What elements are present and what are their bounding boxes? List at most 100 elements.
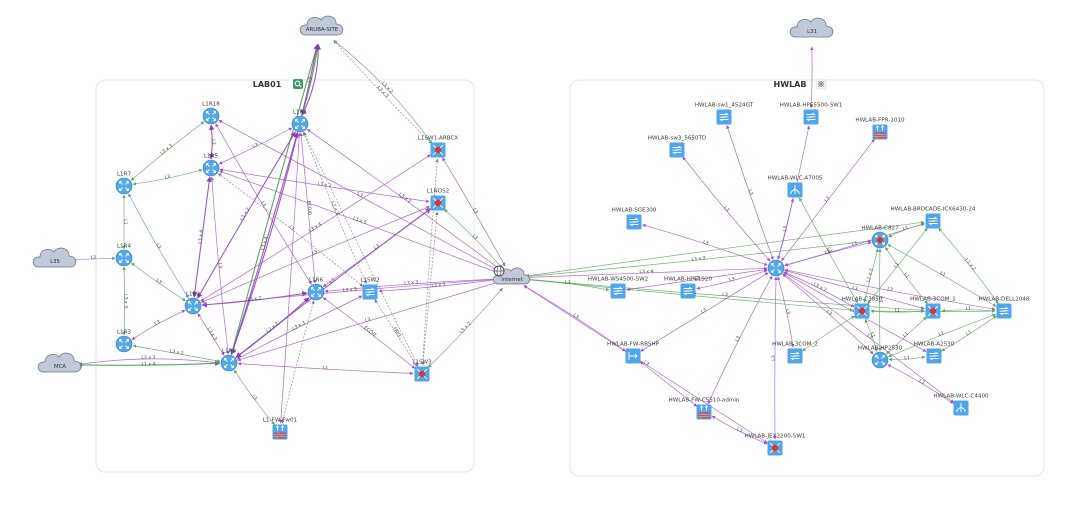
link-label: L1 x 2 — [865, 268, 874, 283]
link-label: L1 — [288, 224, 296, 232]
link-hw-brocade-hw-dell[interactable] — [938, 227, 999, 305]
link-hw-core-hw-fw5510[interactable] — [707, 275, 773, 405]
device-hw-3com2[interactable]: HWLAB-3COM_2 — [772, 342, 818, 364]
device-hw-sw3[interactable]: HWLAB-sw3_5650TD — [648, 136, 706, 158]
cloud-aruba-site[interactable]: ARUBA-SITE — [299, 15, 344, 36]
device-label: HWLAB-FW-RBSHP — [607, 342, 660, 348]
link-l1r3-l1r8[interactable] — [132, 344, 221, 363]
device-hw-c827[interactable]: HWLAB-C827 — [861, 226, 899, 249]
wireless-controller-icon — [953, 400, 969, 416]
device-hw-a2530[interactable]: HWLAB-A2530 — [914, 342, 955, 364]
device-l1r7[interactable]: L1R7 — [115, 172, 133, 195]
link-l1fw-l1r1[interactable] — [279, 132, 301, 424]
device-l1r5[interactable]: L1R5 — [202, 154, 220, 177]
link-label: L3 — [824, 249, 831, 256]
link-hw-hp2530-hw-wlc4400[interactable] — [887, 364, 954, 404]
device-hw-wlc4400[interactable]: HWLAB-WLC-C4400 — [933, 394, 989, 416]
router-icon — [767, 259, 785, 277]
device-hw-hpe5500[interactable]: HWLAB-HPE5500-SW1 — [780, 103, 843, 125]
device-l1sw2[interactable]: L1SW2 — [360, 278, 380, 300]
device-hw-3com1[interactable]: HWLAB-3COM_1 — [910, 297, 956, 319]
link-hw-hp2530-hw-a2530[interactable] — [888, 355, 926, 362]
device-l1sw3[interactable]: L1SW3 — [412, 360, 432, 382]
link-label: L1 — [902, 225, 909, 233]
device-l1r1[interactable]: L1R1 — [291, 110, 309, 133]
link-l1sw2-l1sw3[interactable] — [374, 299, 418, 367]
device-l1r8[interactable]: L1R8 — [220, 349, 238, 372]
device-l1nos2[interactable]: L1NOS2 — [427, 189, 449, 211]
link-l1r1-l1sw3[interactable] — [303, 131, 419, 367]
router-icon — [307, 283, 325, 301]
device-l1fw[interactable]: L1-FW-Fw01 — [263, 418, 298, 440]
device-hw-brocade[interactable]: HWLAB-BROCADE-ICX6430-24 — [891, 207, 976, 229]
device-hw-wlc7005[interactable]: HWLAB-WLC-A7005 — [768, 176, 823, 198]
device-l1r3[interactable]: L1R3 — [115, 330, 133, 353]
map-icon[interactable] — [293, 79, 303, 89]
link-label: L3 — [572, 312, 580, 320]
link-l1r5-l1r7[interactable] — [132, 168, 203, 186]
device-l1r6[interactable]: L1R6 — [307, 278, 325, 301]
link-label: L3 — [734, 335, 742, 343]
group-title: HWLAB — [774, 80, 807, 89]
link-l1r2-l1r8[interactable] — [197, 313, 225, 356]
link-hw-core-hw-jex[interactable] — [773, 276, 778, 440]
device-hw-fw5510[interactable]: HWLAB-FW-C5510-admin — [669, 398, 740, 420]
link-hw-3com1-hw-dell[interactable] — [941, 308, 996, 313]
link-hw-fw5510-hw-jex[interactable] — [711, 415, 768, 445]
topology-icon[interactable] — [815, 78, 827, 90]
switch-icon — [996, 303, 1012, 319]
link-l1r3-l1r2[interactable] — [131, 309, 186, 340]
cloud-mca[interactable]: MCA — [37, 352, 82, 373]
link-label: L1 — [965, 329, 973, 337]
device-hw-jex[interactable]: HWLAB-JEX2200-SW1 — [745, 434, 806, 456]
link-aruba-site-l1r8[interactable] — [230, 43, 319, 355]
link-l1r8-l1sw3[interactable] — [237, 361, 414, 376]
device-hw-ws4500[interactable]: HWLAB-WS4500-SW2 — [588, 277, 648, 299]
device-hw-core[interactable] — [767, 259, 785, 277]
link-label: L1 — [893, 261, 901, 269]
device-hw-fwrb[interactable]: HWLAB-FW-RBSHP — [607, 342, 660, 364]
device-hw-sw1[interactable]: HWLAB-sw1_4524GT — [695, 103, 754, 125]
device-l1r18[interactable]: L1R18 — [202, 102, 220, 125]
device-l1r4[interactable]: L1R4 — [115, 244, 133, 267]
device-hw-hp2530[interactable]: HWLAB-HP2530 — [858, 346, 903, 369]
link-label: L3 — [154, 242, 162, 250]
link-l31-hw-hpe5500[interactable] — [809, 46, 814, 109]
link-label: L3 — [782, 225, 789, 232]
link-label: L3 — [887, 286, 894, 293]
cloud-label: MCA — [54, 364, 66, 370]
router-icon — [291, 115, 309, 133]
link-l1sw3-internet[interactable] — [427, 287, 503, 368]
router-icon — [202, 159, 220, 177]
link-label: L1 — [904, 355, 910, 361]
device-label: HWLAB-JEX2200-SW1 — [745, 434, 806, 440]
device-hw-dell[interactable]: HWLAB-DELL2048 — [979, 297, 1030, 319]
cloud-l31[interactable]: L31 — [789, 17, 834, 38]
link-l1r4-l1r2[interactable] — [131, 262, 186, 302]
link-l1fw-l1r6[interactable] — [281, 300, 315, 424]
device-l1sw1[interactable]: L1SW1-ARBCX — [418, 136, 459, 158]
link-l1nos2-internet[interactable] — [444, 209, 503, 269]
link-hw-brocade-hw-c3850[interactable] — [867, 227, 928, 305]
link-hw-a2530-hw-dell[interactable] — [941, 315, 997, 352]
cloud-internet[interactable]: Internet — [493, 265, 531, 285]
cloud-label: L31 — [807, 29, 817, 35]
device-hw-fpr[interactable]: HWLAB-FPR-1010 — [855, 118, 905, 140]
link-hw-c3850-hw-hp2530[interactable] — [864, 319, 878, 352]
link-l1nos2-l1sw3[interactable] — [421, 211, 439, 366]
device-l1r2[interactable]: L1R2 — [184, 292, 202, 315]
link-hw-sge300-hw-core[interactable] — [642, 223, 768, 266]
device-hw-sge300[interactable]: HWLAB-SGE300 — [612, 208, 657, 230]
device-label: L1R1 — [293, 110, 308, 116]
link-label: L3 x 2 — [317, 181, 332, 189]
link-l1r4-l1r3[interactable] — [122, 266, 126, 336]
device-hw-c3850[interactable]: HWLAB-C3850 — [842, 297, 883, 319]
link-hw-fwrb-hw-fw5510[interactable] — [639, 361, 698, 407]
link-l1r8-l1fw[interactable] — [234, 369, 275, 426]
link-label: L3 — [784, 308, 791, 315]
link-hw-3com2-hw-c3850[interactable] — [802, 315, 855, 352]
device-hw-hpe1920[interactable]: HWLAB-HPE1920 — [664, 277, 712, 299]
cloud-l35[interactable]: L35 — [32, 247, 77, 268]
